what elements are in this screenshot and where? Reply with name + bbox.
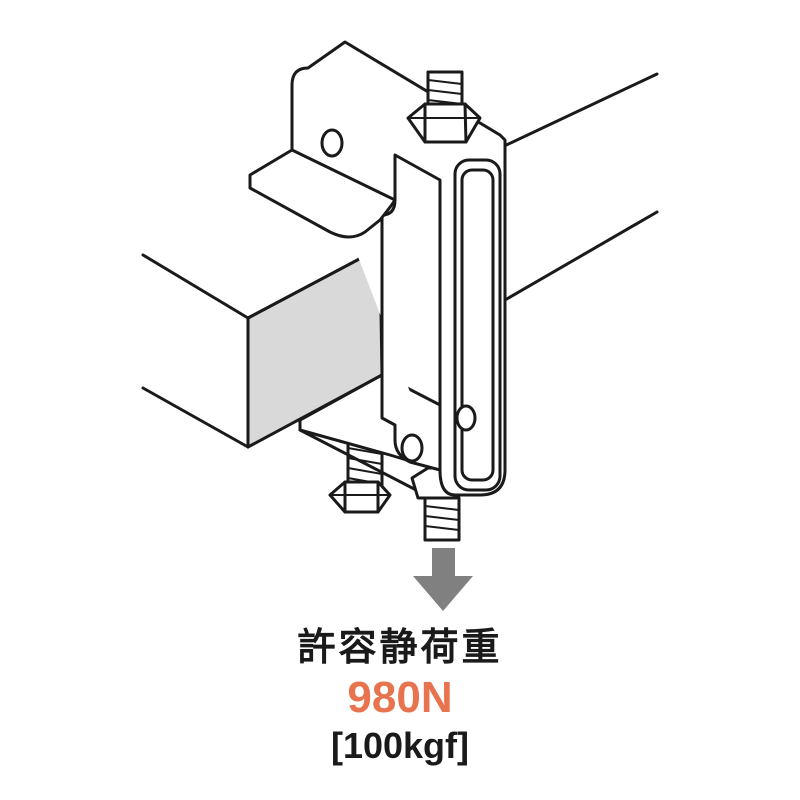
load-value-newton: 980N [347, 673, 453, 722]
clamp-frame-side-plate [248, 40, 507, 497]
load-value-kgf: [100kgf] [330, 725, 470, 766]
beam-far-section [498, 72, 659, 302]
down-arrow-icon [413, 548, 473, 611]
clamp-channel [453, 158, 502, 492]
square-beam [141, 246, 384, 449]
load-label: 許容静荷重 [297, 625, 503, 669]
top-bolt [406, 70, 482, 144]
